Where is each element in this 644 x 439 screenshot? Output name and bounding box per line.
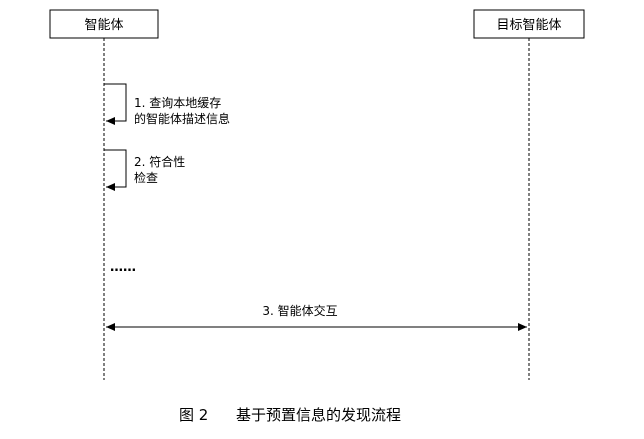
message-1-arrow bbox=[104, 83, 127, 125]
message-2-self-call: 2. 符合性 检查 bbox=[104, 149, 185, 191]
message-2-label-line1: 2. 符合性 bbox=[134, 154, 185, 169]
message-3-interaction: 3. 智能体交互 bbox=[106, 303, 527, 331]
message-1-self-call: 1. 查询本地缓存 的智能体描述信息 bbox=[104, 83, 230, 126]
figure-title: 基于预置信息的发现流程 bbox=[236, 406, 401, 424]
participant-target-agent: 目标智能体 bbox=[473, 9, 585, 39]
participant-target-agent-label: 目标智能体 bbox=[496, 18, 561, 33]
participant-agent-box bbox=[49, 9, 159, 39]
figure-caption: 图 2 基于预置信息的发现流程 bbox=[179, 406, 401, 424]
message-3-label: 3. 智能体交互 bbox=[262, 303, 337, 318]
continuation-ellipsis: …… bbox=[110, 260, 136, 275]
message-2-label-line2: 检查 bbox=[134, 170, 158, 185]
participant-agent-label: 智能体 bbox=[84, 18, 123, 33]
participant-agent: 智能体 bbox=[49, 9, 159, 39]
participant-target-agent-box bbox=[473, 9, 585, 39]
figure-number: 图 2 bbox=[179, 406, 208, 424]
message-1-label-line2: 的智能体描述信息 bbox=[134, 111, 230, 126]
message-1-label-line1: 1. 查询本地缓存 bbox=[134, 96, 221, 110]
message-2-arrow bbox=[104, 149, 127, 191]
